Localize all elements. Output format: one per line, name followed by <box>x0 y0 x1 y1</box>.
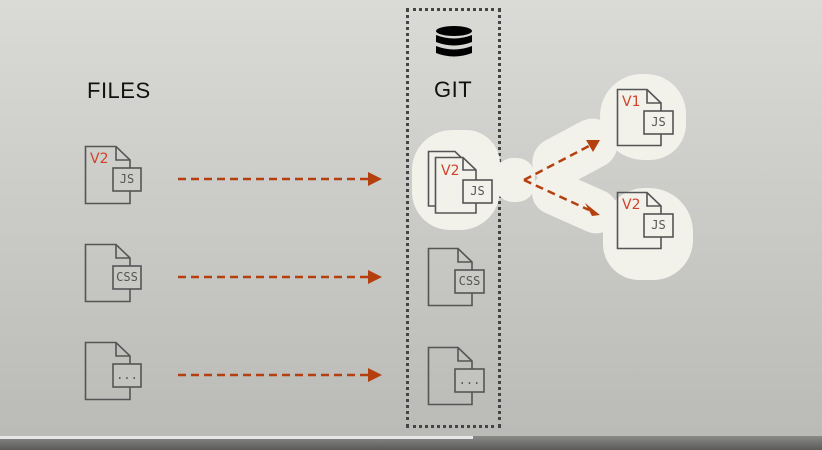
files-heading: FILES <box>87 78 151 103</box>
git-file-css: CSS <box>427 247 491 311</box>
version-label: V1 <box>622 94 641 110</box>
arrow-to-v2 <box>523 178 590 212</box>
file-type-label: JS <box>119 172 135 186</box>
file-type-label: JS <box>470 184 485 198</box>
version-label: V2 <box>622 197 641 213</box>
arrowhead <box>368 270 382 284</box>
file-type-label: ... <box>116 368 138 382</box>
version-label: V2 <box>90 151 109 167</box>
highlight-blob <box>495 158 535 202</box>
file-js-v2: V2 JS <box>84 145 148 209</box>
file-other: ... <box>84 341 148 405</box>
arrowhead <box>585 203 600 216</box>
version-file-v2: V2 JS <box>616 191 680 255</box>
file-type-label: JS <box>651 115 666 129</box>
file-type-label: CSS <box>458 274 481 288</box>
arrowhead <box>586 140 600 152</box>
git-file-other: ... <box>427 346 491 410</box>
file-css: CSS <box>84 243 148 307</box>
file-type-label: CSS <box>116 270 138 284</box>
database-icon <box>435 26 473 65</box>
progress-bar[interactable] <box>0 436 473 439</box>
player-bar <box>0 436 822 450</box>
git-heading: GIT <box>434 77 473 102</box>
version-label: V2 <box>441 163 460 179</box>
git-file-js-stacked: V2 JS <box>427 150 493 214</box>
version-file-v1: V1 JS <box>616 88 680 152</box>
arrowhead <box>368 172 382 186</box>
file-type-label: ... <box>458 373 481 387</box>
arrowhead <box>368 368 382 382</box>
file-type-label: JS <box>651 218 666 232</box>
arrow-to-v1 <box>523 144 590 182</box>
git-repository-frame <box>406 8 501 428</box>
